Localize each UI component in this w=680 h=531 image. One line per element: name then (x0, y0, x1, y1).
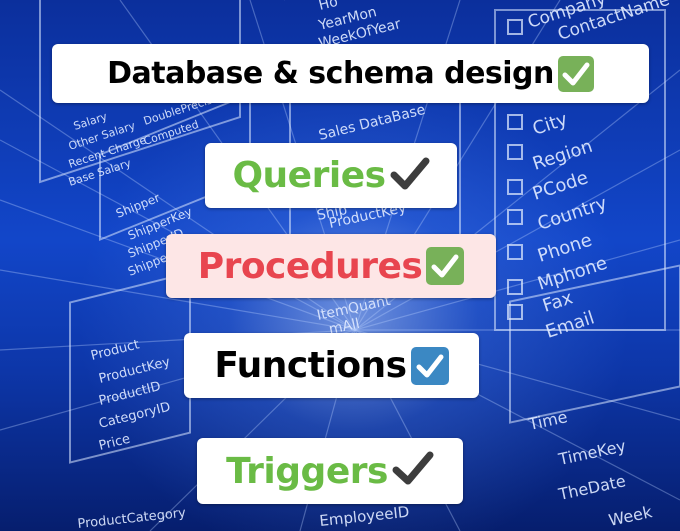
ballot-box-with-check-blue-icon (410, 346, 449, 385)
svg-text:Sales DataBase: Sales DataBase (317, 102, 427, 144)
svg-text:Price: Price (97, 432, 131, 454)
white-check-mark-green-box-icon (557, 55, 594, 92)
feature-card-procedures: Procedures (166, 234, 496, 298)
feature-card-triggers: Triggers (197, 438, 463, 504)
svg-text:Week: Week (607, 502, 655, 530)
svg-text:Time: Time (526, 407, 569, 434)
feature-label-functions: Functions (214, 345, 407, 386)
svg-text:Ho: Ho (317, 0, 339, 14)
svg-text:Shipper: Shipper (114, 191, 162, 221)
white-check-mark-green-box-icon (426, 247, 465, 285)
svg-text:EmployeeID: EmployeeID (319, 503, 411, 530)
svg-text:ProductCategory: ProductCategory (77, 506, 187, 531)
svg-text:TheDate: TheDate (556, 471, 627, 504)
svg-text:Product: Product (89, 337, 141, 363)
feature-card-queries: Queries (205, 143, 457, 208)
feature-label-database-schema-design: Database & schema design (107, 56, 554, 91)
feature-label-queries: Queries (232, 155, 386, 196)
svg-text:City: City (530, 109, 570, 140)
feature-label-procedures: Procedures (197, 245, 423, 287)
feature-card-functions: Functions (184, 333, 479, 398)
svg-text:Region: Region (530, 136, 595, 175)
svg-text:mAll: mAll (328, 316, 362, 338)
heavy-check-mark-icon (392, 449, 434, 493)
feature-label-triggers: Triggers (226, 450, 388, 492)
feature-card-database-schema-design: Database & schema design (52, 44, 649, 103)
heavy-check-mark-icon (390, 155, 430, 197)
